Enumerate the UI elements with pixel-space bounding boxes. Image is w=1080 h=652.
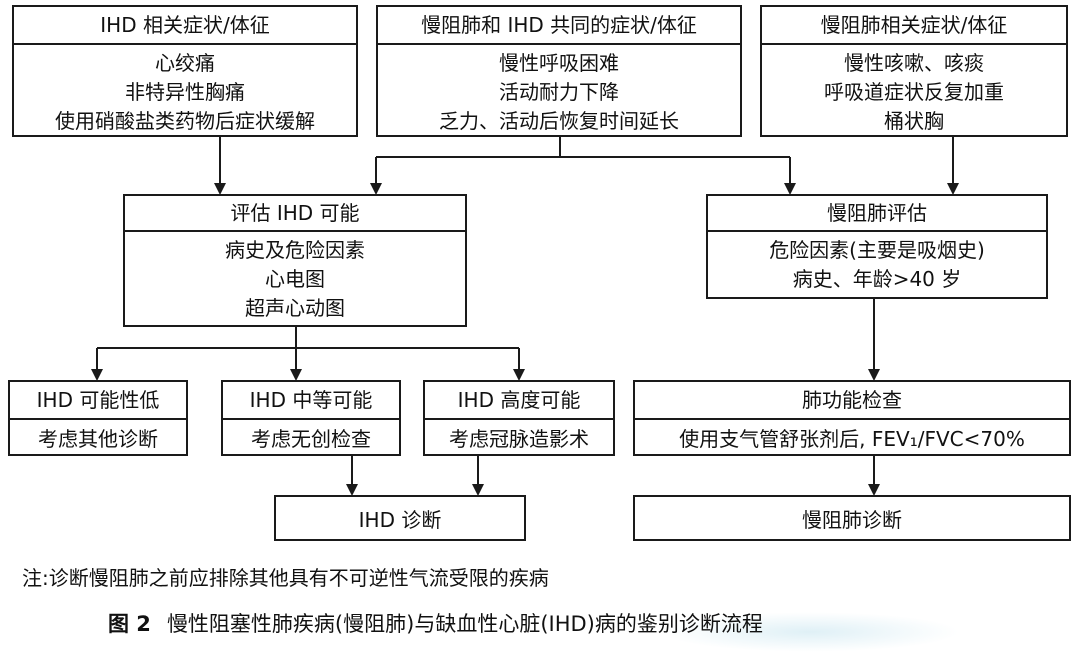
list-item: 活动耐力下降 <box>499 80 619 104</box>
copd-diagnosis-box: 慢阻肺诊断 <box>633 495 1071 541</box>
copd-assess-title: 慢阻肺评估 <box>708 196 1046 232</box>
list-item: 乏力、活动后恢复时间延长 <box>439 109 679 133</box>
list-item: 呼吸道症状反复加重 <box>824 80 1004 104</box>
list-item: 慢性咳嗽、咳痰 <box>844 51 984 75</box>
ihd-symptoms-title: IHD 相关症状/体征 <box>14 7 356 45</box>
ihd-diagnosis-label: IHD 诊断 <box>358 507 442 532</box>
assess-ihd-box: 评估 IHD 可能 病史及危险因素 心电图 超声心动图 <box>123 194 467 327</box>
lung-function-criteria: 使用支气管舒张剂后, FEV₁/FVC<70% <box>679 426 1025 451</box>
ihd-high-title: IHD 高度可能 <box>425 382 613 420</box>
list-item: 心绞痛 <box>155 51 215 75</box>
ihd-mid-action: 考虑无创检查 <box>251 426 371 451</box>
list-item: 非特异性胸痛 <box>125 80 245 104</box>
list-item: 危险因素(主要是吸烟史) <box>769 238 985 262</box>
copd-symptoms-list: 慢性咳嗽、咳痰 呼吸道症状反复加重 桶状胸 <box>762 45 1066 136</box>
common-symptoms-box: 慢阻肺和 IHD 共同的症状/体征 慢性呼吸困难 活动耐力下降 乏力、活动后恢复… <box>376 5 742 137</box>
assess-ihd-list: 病史及危险因素 心电图 超声心动图 <box>125 232 465 323</box>
list-item: 桶状胸 <box>884 109 944 133</box>
watermark-decoration <box>660 612 960 652</box>
copd-assess-box: 慢阻肺评估 危险因素(主要是吸烟史) 病史、年龄>40 岁 <box>706 194 1048 299</box>
copd-diagnosis-label: 慢阻肺诊断 <box>802 507 902 532</box>
list-item: 心电图 <box>265 267 325 291</box>
ihd-diagnosis-box: IHD 诊断 <box>274 495 526 541</box>
ihd-high-box: IHD 高度可能 考虑冠脉造影术 <box>423 380 615 456</box>
lung-function-title: 肺功能检查 <box>635 382 1069 420</box>
list-item: 病史及危险因素 <box>225 238 365 262</box>
ihd-high-action: 考虑冠脉造影术 <box>449 426 589 451</box>
figure-title: 慢性阻塞性肺疾病(慢阻肺)与缺血性心脏(IHD)病的鉴别诊断流程 <box>166 612 763 636</box>
copd-symptoms-box: 慢阻肺相关症状/体征 慢性咳嗽、咳痰 呼吸道症状反复加重 桶状胸 <box>760 5 1068 137</box>
list-item: 超声心动图 <box>245 296 345 320</box>
ihd-low-box: IHD 可能性低 考虑其他诊断 <box>8 380 188 456</box>
ihd-low-action: 考虑其他诊断 <box>38 426 158 451</box>
assess-ihd-title: 评估 IHD 可能 <box>125 196 465 232</box>
ihd-low-title: IHD 可能性低 <box>10 382 186 420</box>
common-symptoms-title: 慢阻肺和 IHD 共同的症状/体征 <box>378 7 740 45</box>
ihd-symptoms-list: 心绞痛 非特异性胸痛 使用硝酸盐类药物后症状缓解 <box>14 45 356 136</box>
list-item: 病史、年龄>40 岁 <box>792 267 962 291</box>
copd-assess-list: 危险因素(主要是吸烟史) 病史、年龄>40 岁 <box>708 232 1046 294</box>
figure-label: 图 2 <box>108 612 151 636</box>
ihd-mid-title: IHD 中等可能 <box>223 382 399 420</box>
ihd-symptoms-box: IHD 相关症状/体征 心绞痛 非特异性胸痛 使用硝酸盐类药物后症状缓解 <box>12 5 358 137</box>
lung-function-box: 肺功能检查 使用支气管舒张剂后, FEV₁/FVC<70% <box>633 380 1071 456</box>
list-item: 慢性呼吸困难 <box>499 51 619 75</box>
ihd-mid-box: IHD 中等可能 考虑无创检查 <box>221 380 401 456</box>
diagram-note: 注:诊断慢阻肺之前应排除其他具有不可逆性气流受限的疾病 <box>22 566 549 590</box>
figure-caption: 图 2 慢性阻塞性肺疾病(慢阻肺)与缺血性心脏(IHD)病的鉴别诊断流程 <box>108 608 763 638</box>
list-item: 使用硝酸盐类药物后症状缓解 <box>55 109 315 133</box>
common-symptoms-list: 慢性呼吸困难 活动耐力下降 乏力、活动后恢复时间延长 <box>378 45 740 136</box>
copd-symptoms-title: 慢阻肺相关症状/体征 <box>762 7 1066 45</box>
